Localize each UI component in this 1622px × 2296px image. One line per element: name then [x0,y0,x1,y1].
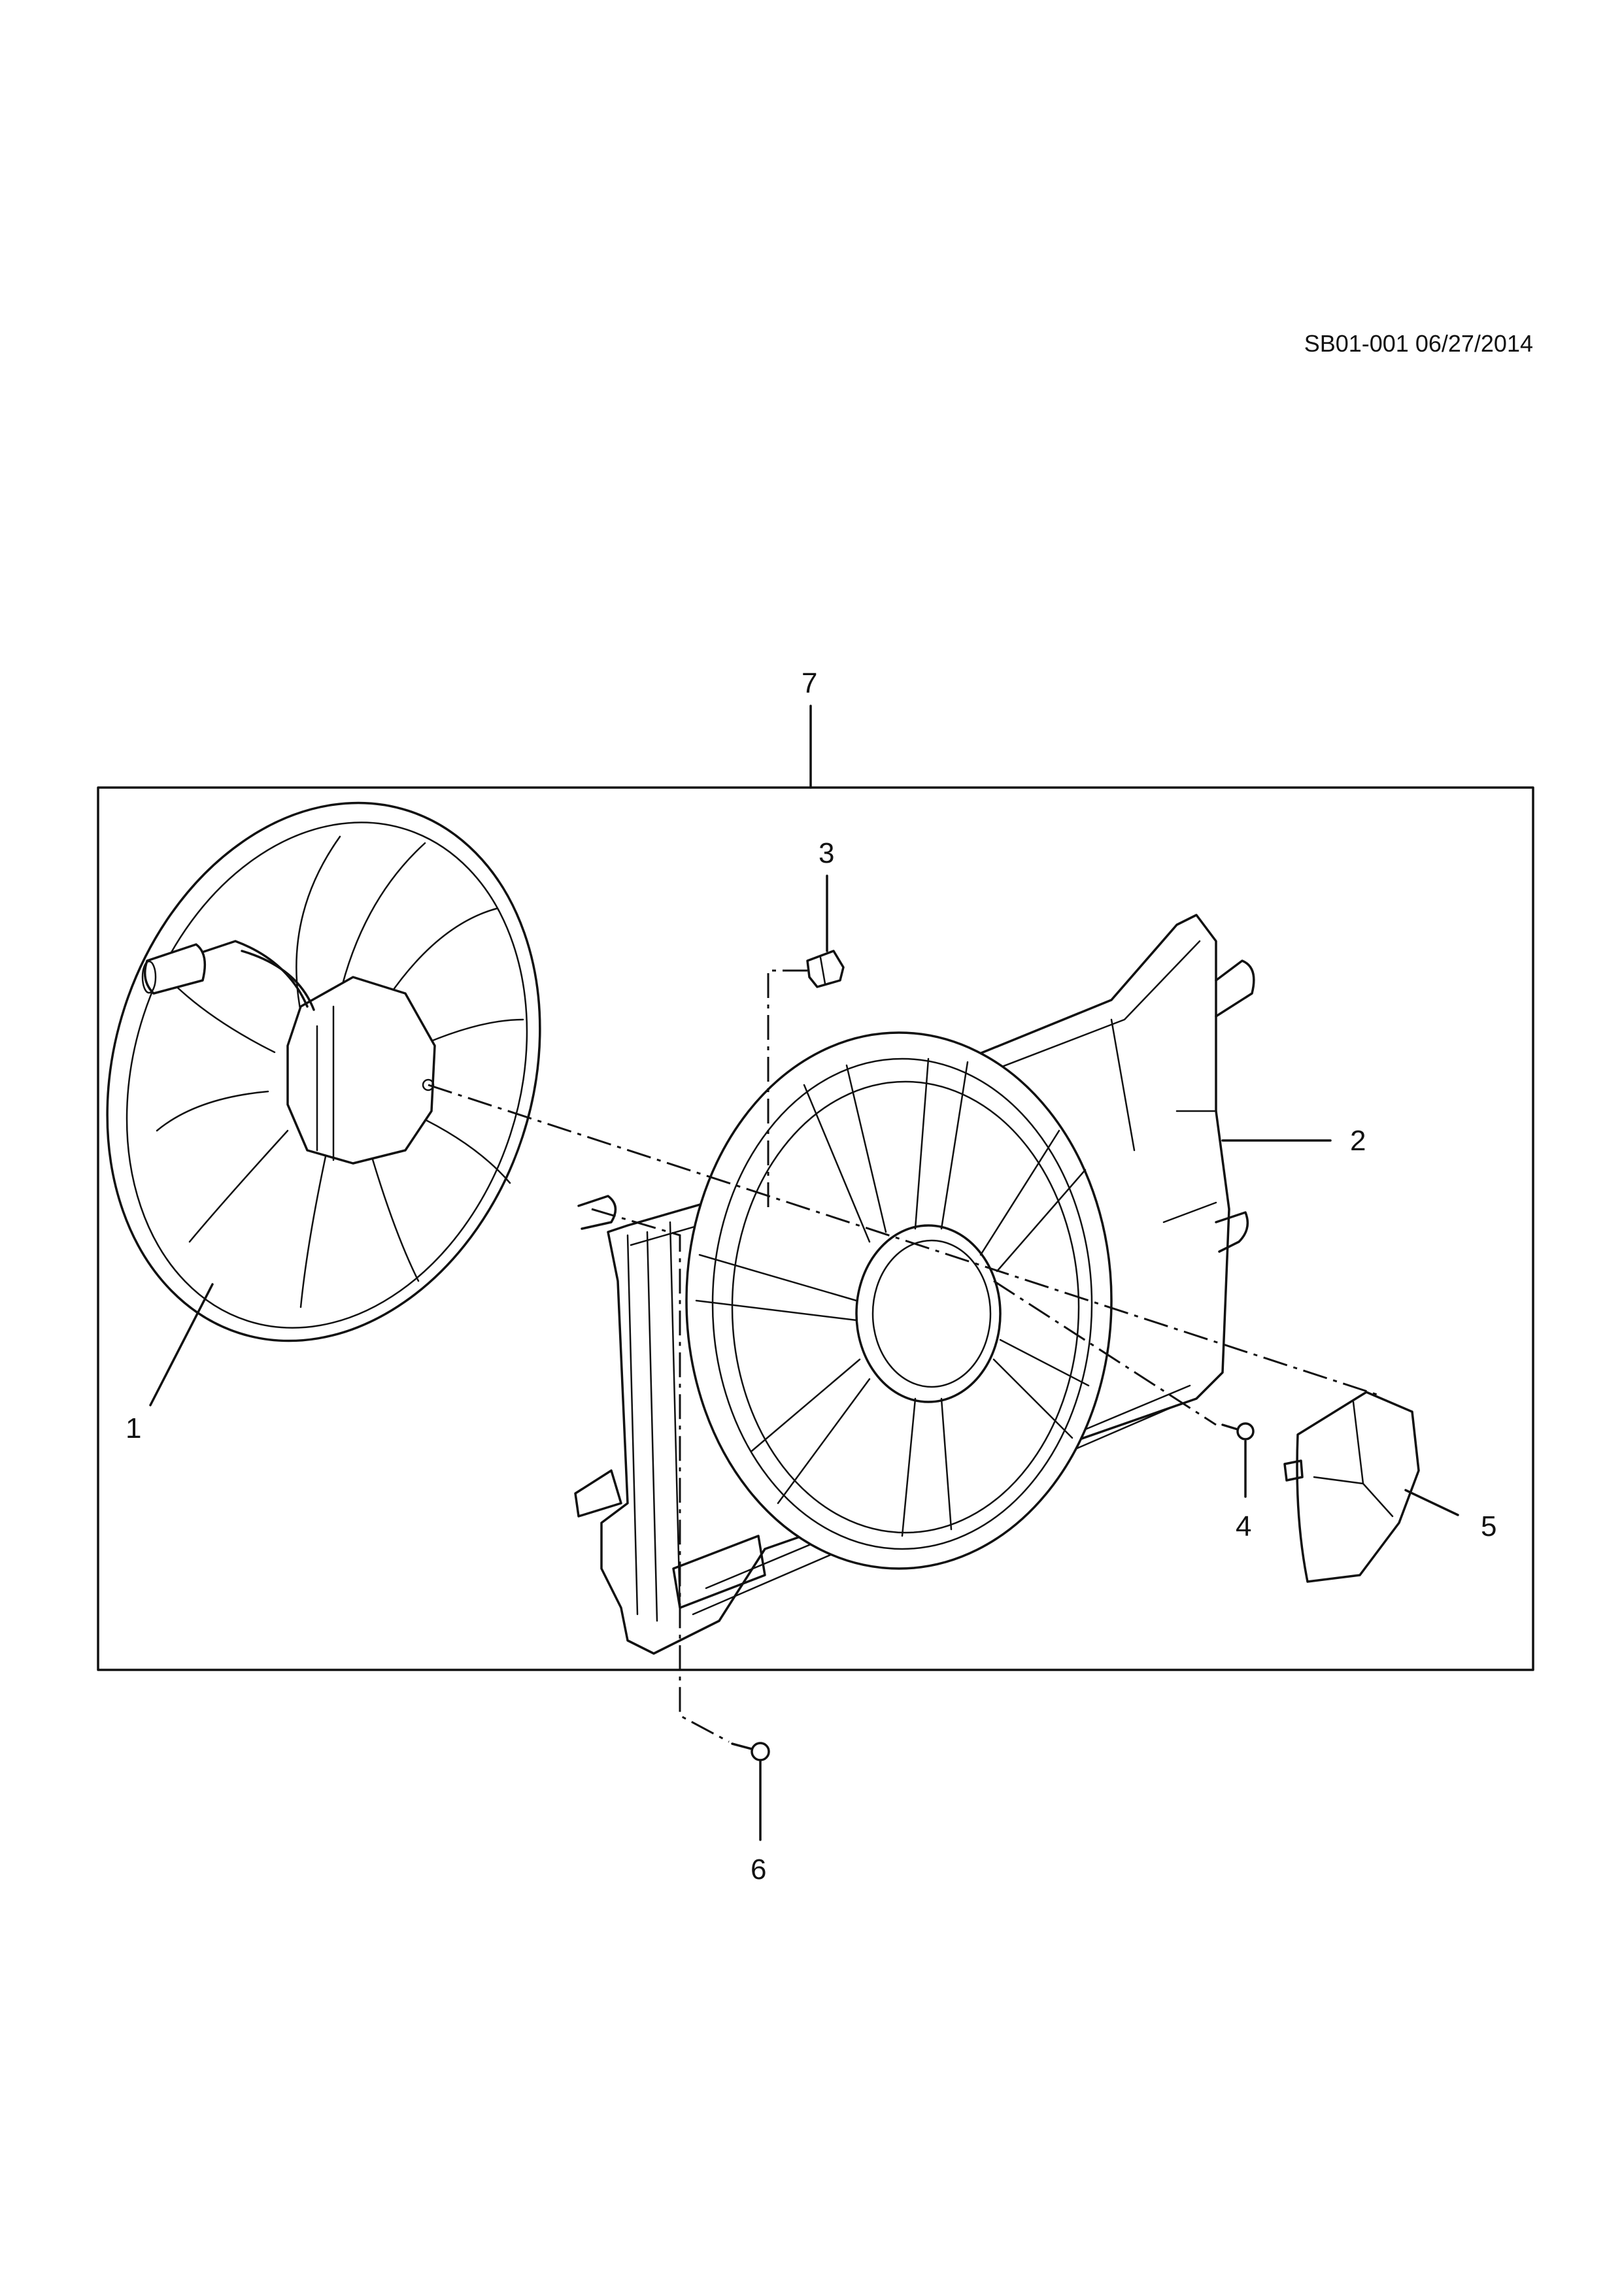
leader-1 [149,1283,214,1406]
callout-4: 4 [1236,1510,1251,1542]
bolt-6 [731,1742,770,1761]
clip-part [806,950,845,988]
assembly-frame [97,786,1534,1671]
assembly-lines [428,969,1380,1743]
callout-5: 5 [1481,1510,1496,1542]
callout-1: 1 [126,1412,141,1444]
fan-shroud [574,914,1255,1655]
fan-and-motor [106,801,541,1342]
leader-5 [1404,1489,1459,1516]
callout-3: 3 [819,837,834,869]
air-deflector [1283,1391,1420,1583]
document-id: SB01-001 06/27/2014 [1304,330,1533,357]
callout-6: 6 [751,1854,766,1886]
callout-2: 2 [1350,1125,1366,1157]
callout-7: 7 [802,667,817,699]
bolt-4 [1221,1422,1255,1440]
